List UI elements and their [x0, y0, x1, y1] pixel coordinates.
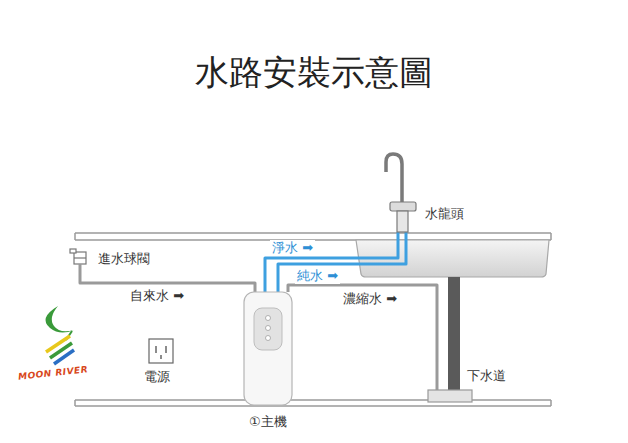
pipe-label: 純水 ➡ — [295, 268, 340, 284]
pipe-label: 淨水 ➡ — [270, 240, 315, 256]
floor-line — [75, 399, 551, 401]
faucet-handle — [390, 202, 416, 211]
outlet-ground — [160, 355, 162, 359]
valve-handle — [70, 249, 76, 253]
drain-stub — [436, 362, 439, 391]
floor-edge — [550, 400, 552, 406]
countertop-line — [75, 232, 551, 234]
faucet-base — [397, 211, 408, 232]
outlet-plate — [149, 339, 173, 363]
drain-fitting — [428, 390, 472, 402]
node-label: 進水球閥 — [98, 251, 150, 267]
unit-housing — [244, 292, 292, 405]
unit-button — [266, 326, 271, 331]
water-pipe — [265, 232, 398, 292]
logo-swoosh — [46, 306, 75, 333]
drain: 下水道 — [428, 362, 518, 404]
valve-body — [74, 252, 86, 264]
countertop-edge — [74, 233, 76, 240]
node-label: 水龍頭 — [425, 206, 464, 222]
main-unit: ①主機 — [243, 292, 293, 432]
valve-stub — [79, 264, 82, 270]
node-label: 下水道 — [467, 368, 506, 384]
unit-button — [266, 316, 271, 321]
logo-wordmark: MOON RIVER — [18, 364, 89, 381]
faucet: 水龍頭 — [385, 150, 477, 232]
logo-stripe — [46, 336, 70, 352]
node-label: 電源 — [144, 369, 170, 385]
inlet-valve: 進水球閥 — [68, 248, 168, 270]
outlet-slot — [165, 346, 167, 353]
valve-line — [74, 257, 86, 258]
countertop-edge — [550, 233, 552, 240]
floor-edge — [74, 400, 76, 406]
logo-stripe — [54, 350, 74, 364]
floor-line — [75, 405, 551, 407]
power-outlet: 電源 — [140, 335, 185, 387]
unit-button — [266, 336, 271, 341]
node-label: ①主機 — [249, 414, 287, 430]
unit-panel — [254, 308, 282, 350]
pipe-label: 濃縮水 ➡ — [341, 291, 399, 307]
water-pipe — [288, 285, 437, 362]
diagram-title: 水路安裝示意圖 — [0, 50, 628, 94]
main-unit-icon — [243, 292, 293, 432]
outlet-slot — [155, 346, 157, 353]
drain-pipe — [448, 277, 460, 391]
pipe-label: 自來水 ➡ — [128, 288, 186, 304]
